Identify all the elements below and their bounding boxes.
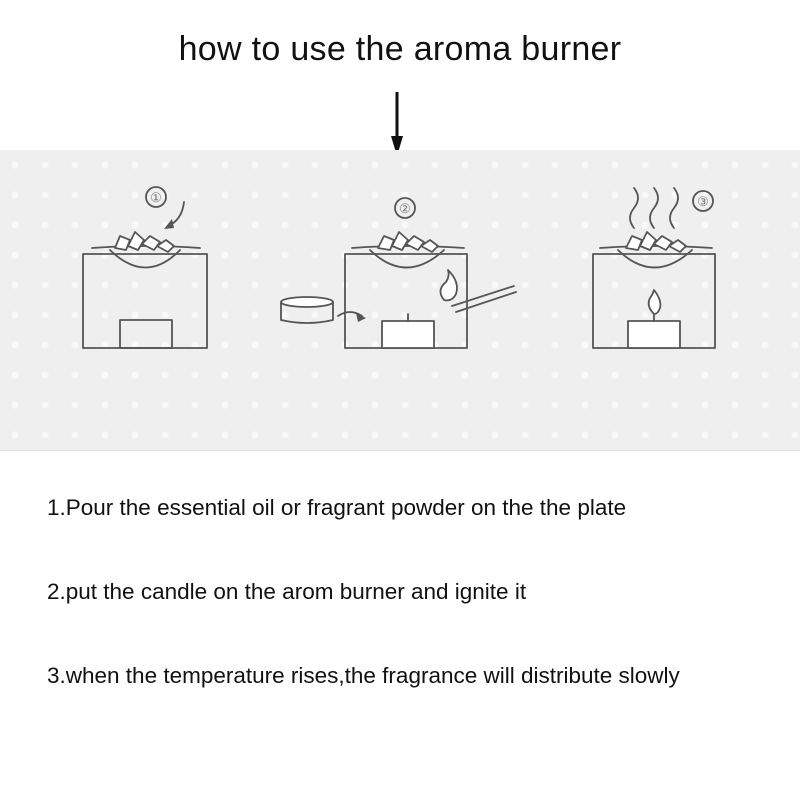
down-arrow-icon — [391, 92, 403, 156]
step-2-marker-circle — [394, 197, 416, 219]
instruction-step-3: 3.when the temperature rises,the fragran… — [47, 663, 680, 688]
plate-bowl-1 — [109, 249, 181, 269]
lit-candle — [627, 320, 681, 349]
match-stick — [451, 285, 515, 307]
step-3-marker-circle — [692, 190, 714, 212]
tealight-top — [280, 296, 334, 308]
step-2-marker: ② — [399, 201, 411, 216]
plate-bowl-2 — [369, 249, 445, 269]
steam-icon — [629, 187, 679, 229]
instruction-step-2: 2.put the candle on the arom burner and … — [47, 579, 527, 604]
burner-opening-1 — [119, 319, 173, 349]
plate-rim-3 — [599, 245, 713, 249]
step-3-illustration: ③ — [592, 187, 716, 349]
candle-in-burner — [381, 320, 435, 349]
burner-diagram: ① ② — [82, 186, 716, 349]
insert-arrow-icon — [337, 311, 363, 317]
plate-bowl-3 — [617, 249, 693, 269]
powder-pieces-2 — [377, 231, 439, 253]
instruction-step-1: 1.Pour the essential oil or fragrant pow… — [47, 495, 627, 520]
plate-rim-2 — [351, 245, 465, 249]
step-1-marker-circle — [145, 186, 167, 208]
candle-flame-icon — [647, 289, 662, 315]
powder-pieces-1 — [114, 231, 175, 253]
step-1-illustration: ① — [82, 186, 208, 349]
step-3-marker: ③ — [697, 194, 709, 209]
step-1-marker: ① — [150, 190, 162, 205]
step-2-illustration: ② — [280, 197, 517, 349]
match-flame-icon — [439, 269, 458, 302]
tealight-body — [280, 301, 334, 324]
illustration-panel: ① ② — [0, 150, 800, 451]
page-title: how to use the aroma burner — [178, 30, 622, 68]
powder-pieces-3 — [625, 231, 687, 253]
